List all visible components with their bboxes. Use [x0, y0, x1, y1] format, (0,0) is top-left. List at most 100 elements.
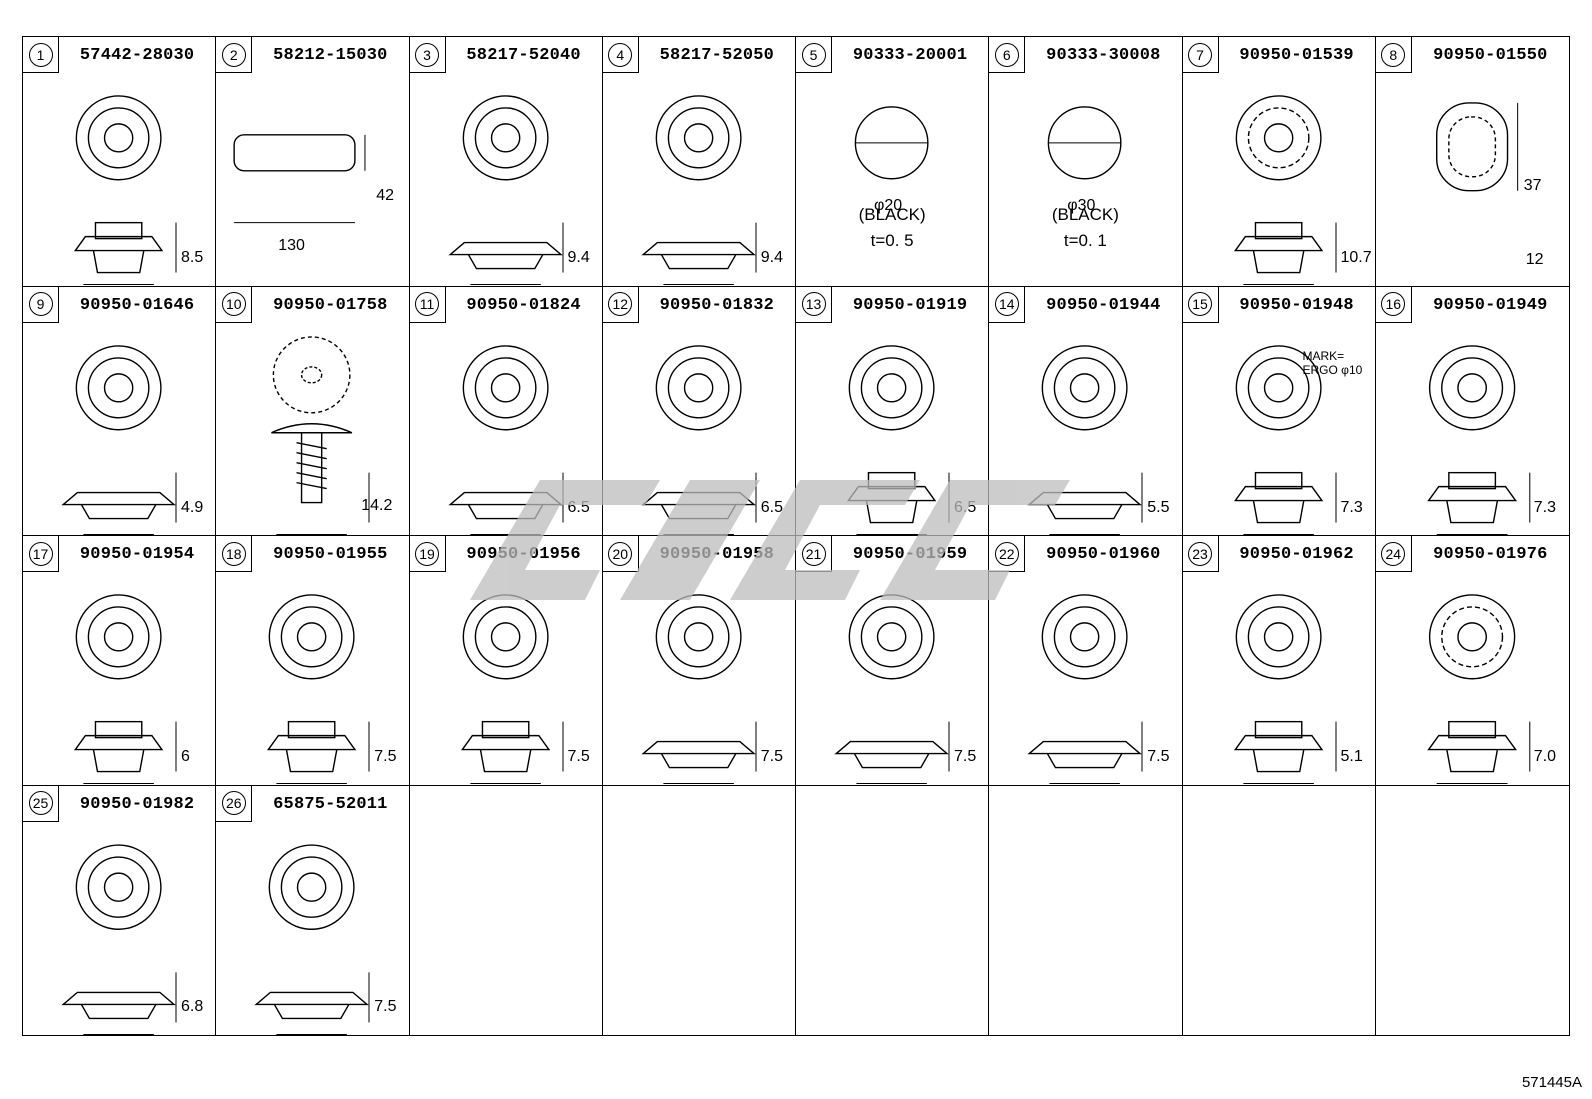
dimension-label: 10.7: [1340, 249, 1372, 266]
side-view: [834, 740, 949, 769]
part-index: 25: [28, 791, 53, 815]
side-view: [641, 491, 756, 519]
part-svg: [1233, 95, 1336, 286]
part-svg: [267, 594, 370, 785]
empty-cell: [1183, 785, 1376, 1035]
part-no: 90950-01944: [1046, 295, 1161, 315]
part-no: 58217-52050: [659, 46, 775, 65]
part-index: 17: [28, 541, 53, 566]
dimension-lines: [1242, 472, 1336, 535]
dimension-lines: [1436, 472, 1531, 535]
dimension-label: 9.4: [567, 249, 590, 266]
dimension-label: 7.5: [567, 748, 590, 765]
side-view: [1233, 471, 1323, 523]
dimension-label: 6: [181, 748, 190, 765]
top-view: [462, 594, 549, 680]
part-note: t=0. 5: [870, 231, 914, 250]
part-index: 15: [1188, 292, 1212, 316]
side-view: [73, 720, 164, 773]
dimension-lines: [276, 971, 370, 1035]
part-drawing: [1183, 323, 1375, 536]
part-number-box: 25: [23, 785, 59, 822]
part-number-box: 7: [1182, 37, 1219, 73]
dimension-lines: [469, 472, 563, 535]
dimension-label: φ20: [874, 197, 903, 214]
dimension-label: 14.2: [361, 496, 393, 514]
part-svg: [61, 344, 177, 535]
part-svg: [73, 594, 177, 785]
top-view: [848, 344, 935, 430]
part-number-box: 2: [216, 37, 253, 73]
part-number-box: 23: [1182, 536, 1219, 572]
part-index: 13: [801, 292, 826, 316]
top-view: [655, 95, 742, 181]
top-view: [75, 95, 162, 181]
part-number-box: 12: [602, 286, 639, 323]
dimension-label: 6.8: [181, 997, 204, 1015]
dimension-lines: [83, 472, 177, 535]
part-drawing: [216, 73, 408, 286]
dimension-label: 7.5: [374, 748, 397, 765]
part-no: 90950-01958: [659, 545, 775, 564]
dimension-lines: [1049, 472, 1143, 535]
part-number-box: 24: [1375, 536, 1412, 572]
dimension-label: 130: [278, 237, 305, 254]
side-view: [641, 740, 756, 769]
part-drawing: [989, 572, 1181, 785]
part-index: 1: [28, 42, 53, 67]
dimension-label: 5.5: [1147, 498, 1170, 516]
part-no: 90950-01954: [79, 545, 195, 564]
part-drawing: [23, 323, 215, 536]
part-no: 90950-01832: [659, 295, 775, 315]
part-index: 3: [415, 42, 439, 67]
part-note: (BLACK): [858, 205, 926, 224]
part-no: 90950-01550: [1433, 46, 1548, 65]
part-no: 90950-01949: [1433, 295, 1548, 315]
part-drawing: [216, 822, 408, 1036]
parts-grid: 157442-280308.5φ14.8258212-1503042130358…: [22, 36, 1570, 1036]
part-no: 90950-01982: [79, 794, 195, 814]
part-index: 12: [608, 292, 633, 316]
dimension-label: 7.5: [760, 748, 783, 765]
dimension-lines: [856, 472, 950, 535]
part-number-box: 11: [409, 286, 446, 323]
dimension-label: φ30: [1067, 197, 1096, 214]
top-view: [1041, 594, 1128, 680]
part-note: (BLACK): [1051, 205, 1119, 224]
side-view: [1233, 221, 1323, 274]
side-view: [61, 991, 176, 1019]
side-view: [1426, 471, 1517, 523]
part-svg: [61, 843, 177, 1035]
dimension-label: 7.3: [1533, 498, 1556, 516]
part-index: 19: [415, 541, 439, 566]
dimension-label: 37: [1523, 177, 1542, 194]
top-view: [848, 594, 935, 680]
part-number-box: 16: [1375, 286, 1412, 323]
part-index: 18: [221, 541, 246, 566]
top-view: [655, 594, 742, 680]
part-index: 24: [1381, 541, 1406, 566]
part-svg: [1047, 106, 1122, 180]
dimension-lines: [83, 721, 177, 785]
top-view: [655, 344, 742, 430]
dimension-lines: [1436, 721, 1531, 785]
dimension-lines: [83, 222, 177, 286]
top-view: [1235, 95, 1322, 181]
part-number-box: 13: [796, 286, 832, 323]
part-svg: [254, 843, 370, 1035]
part-no: 58212-15030: [273, 46, 388, 65]
part-svg: [1027, 344, 1143, 535]
part-number-box: 5: [796, 37, 832, 73]
part-svg: [1027, 594, 1143, 785]
